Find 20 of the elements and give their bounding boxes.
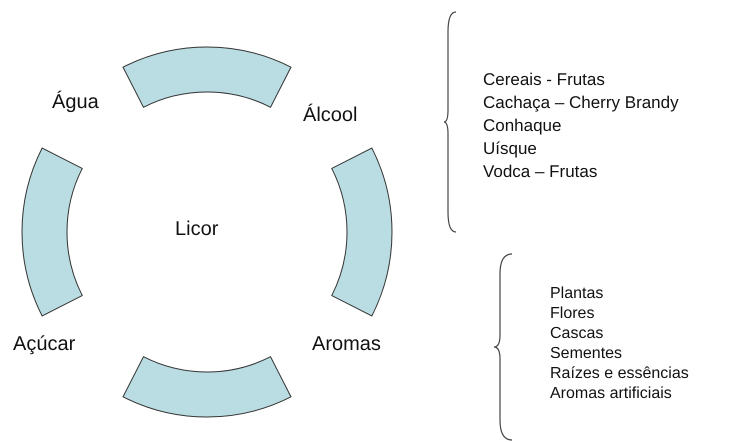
arc-segment (22, 148, 83, 316)
list-item: Cereais - Frutas (483, 70, 605, 90)
text-label: Açúcar (13, 333, 76, 356)
list-item: Aromas artificiais (550, 385, 672, 403)
list-item: Raízes e essências (550, 365, 689, 383)
list-item: Plantas (550, 285, 604, 303)
list-item: Sementes (550, 345, 622, 363)
arc-segment (331, 148, 392, 316)
text-label: Álcool (303, 104, 358, 127)
list-item: Vodca – Frutas (483, 162, 598, 182)
list-item: Uísque (483, 139, 537, 159)
list-item: Conhaque (483, 116, 562, 136)
list-item: Cachaça – Cherry Brandy (483, 93, 679, 113)
list-item: Flores (550, 305, 594, 323)
arc-segment (122, 356, 292, 418)
text-label: Licor (175, 218, 218, 241)
text-label: Aromas (312, 333, 381, 356)
list-item: Cascas (550, 325, 604, 343)
arc-segment (122, 46, 292, 108)
text-label: Água (52, 91, 99, 114)
